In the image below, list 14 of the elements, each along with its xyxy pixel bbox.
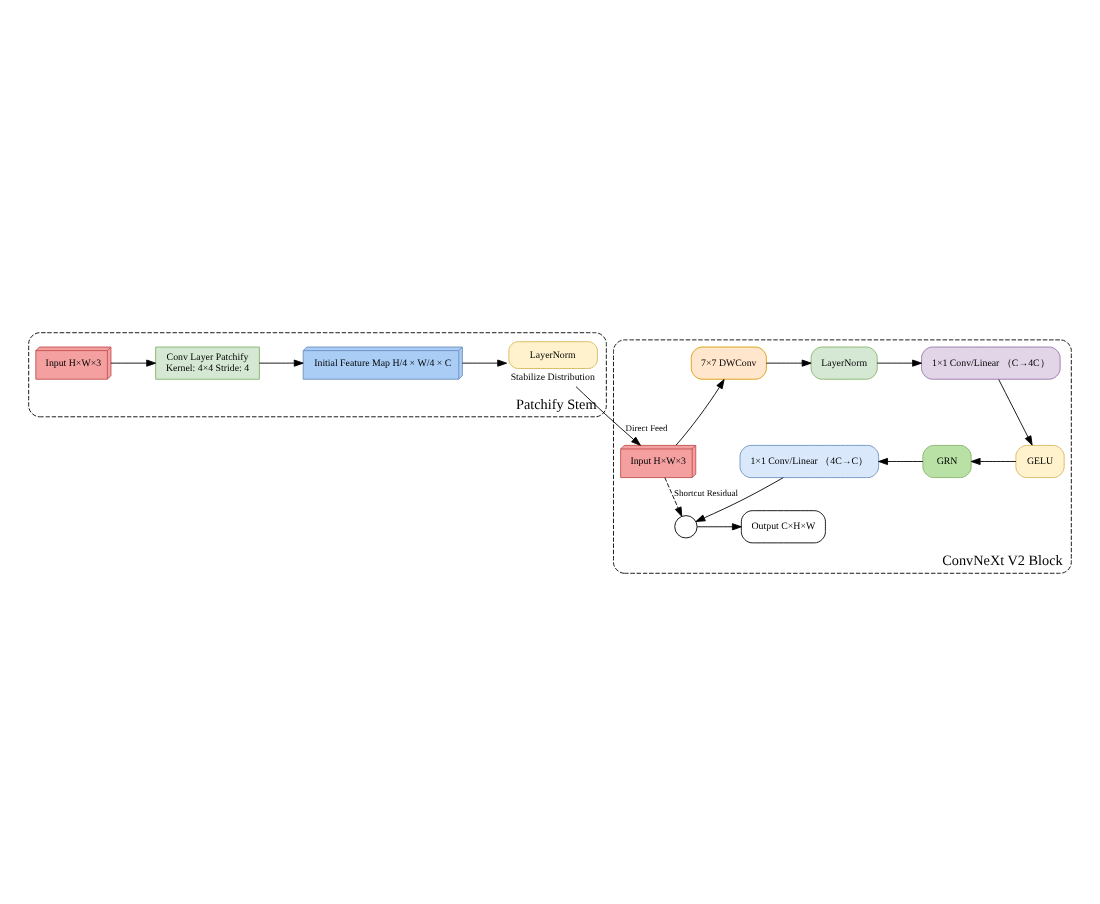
arrow [765, 358, 812, 366]
arrow [696, 522, 742, 530]
arrow [695, 476, 784, 521]
arrow [575, 385, 641, 445]
arrow [876, 358, 922, 366]
arrow [664, 476, 683, 516]
arrow [878, 456, 924, 465]
arrow [675, 378, 725, 445]
arrow [110, 358, 157, 366]
arrow [258, 358, 304, 366]
arrow [998, 378, 1033, 445]
arrow [970, 456, 1017, 465]
node-circle [674, 514, 698, 538]
arrow [461, 358, 508, 366]
